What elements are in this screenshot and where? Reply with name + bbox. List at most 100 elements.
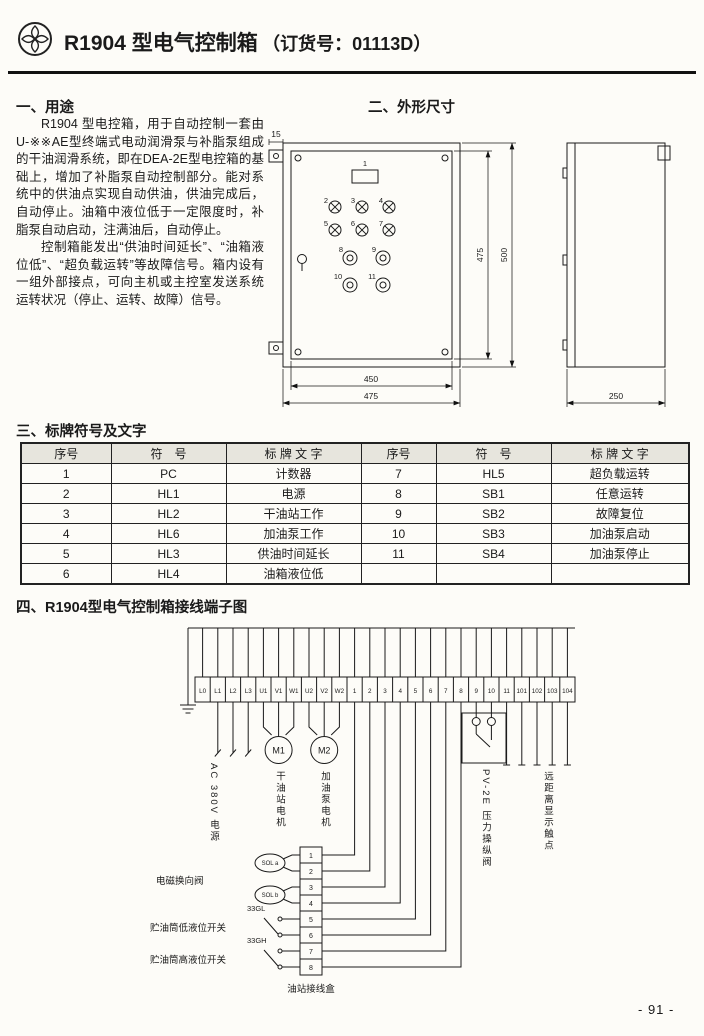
table-cell: 9 [360,503,437,524]
terminal-label: W2 [335,688,345,695]
page-number: - 91 - [638,1002,675,1017]
high-level-switch-label: 贮油筒高液位开关 [150,955,227,966]
dimension-label: 250 [609,391,623,401]
marker-label: 5 [324,219,328,228]
terminal-label: 4 [398,688,402,695]
solenoid-valve-label: 电磁换向阀 [156,876,204,887]
dimension-label: 475 [475,248,485,262]
table-cell: 任意运转 [550,483,690,504]
solenoid-b-label: SOL b [262,893,279,899]
table-cell: SB2 [435,503,552,524]
table-header-cell: 标 牌 文 字 [550,442,690,464]
terminal-label: U1 [259,688,268,695]
terminal-label: L0 [199,688,207,695]
terminal-label: 8 [459,688,463,695]
marker-label: 7 [379,219,383,228]
terminal-strip [194,676,576,703]
table-header-cell: 标 牌 文 字 [225,442,362,464]
wiring-svg: L0 L1 L2 L3 U1 V1 W1 U2 V2 W2 1 2 3 4 5 … [180,627,576,976]
table-cell: 3 [20,503,112,524]
table-cell: 干油站工作 [225,503,362,524]
section2-heading: 二、外形尺寸 [368,100,455,116]
panel-markers: 1 2 3 4 5 6 7 8 9 10 11 [324,159,383,281]
table-cell: 加油泵启动 [550,523,690,544]
table-cell: 11 [360,543,437,564]
terminal-label: L1 [214,688,222,695]
table-row: 2 HL1 电源 8 SB1 任意运转 [20,483,690,504]
table-header-cell: 序号 [20,442,112,464]
dimension-label: 500 [499,248,509,262]
table-cell: HL3 [110,543,227,564]
solenoid-coils: SOL a SOL b [254,853,300,905]
dimension-label: 450 [364,374,378,384]
terminal-label: 2 [368,688,372,695]
table-row: 3 HL2 干油站工作 9 SB2 故障复位 [20,503,690,524]
table-cell: HL6 [110,523,227,544]
side-view [562,142,671,368]
table-cell: HL5 [435,463,552,484]
marker-label: 9 [372,245,376,254]
table-header-row: 序号 符 号 标 牌 文 字 序号 符 号 标 牌 文 字 [20,442,690,464]
table-cell: 7 [360,463,437,484]
table-cell: 1 [20,463,112,484]
order-number: （订货号：01113D） [262,34,432,54]
marker-label: 10 [334,272,342,281]
box-row-number: 1 [309,853,313,860]
box-row-number: 5 [309,917,313,924]
ground-icon [180,628,196,714]
usage-text: R1904 型电控箱，用于自动控制一套由U-※※AE型终端式电动润滑泵与补脂泵组… [16,116,264,310]
table-cell: 加油泵停止 [550,543,690,564]
wiring-lines [180,627,575,968]
dimension-lines [268,139,666,407]
box-row-number: 2 [309,869,313,876]
table-cell: 超负载运转 [550,463,690,484]
terminal-label: 6 [429,688,433,695]
wiring-diagram: L0 L1 L2 L3 U1 V1 W1 U2 V2 W2 1 2 3 4 5 … [0,615,704,1015]
marker-label: 6 [351,219,355,228]
terminal-label: 5 [414,688,418,695]
table-cell [360,563,437,585]
box-row-number: 3 [309,885,313,892]
terminal-label: 10 [488,688,496,695]
terminal-label: 7 [444,688,448,695]
motor1-label: 干油站电机 [274,771,285,829]
terminal-label: L2 [229,688,237,695]
table-cell: HL1 [110,483,227,504]
terminal-label: 1 [353,688,357,695]
company-logo-icon [18,22,52,56]
table-cell: 供油时间延长 [225,543,362,564]
outline-drawing: 1 2 3 4 5 6 7 8 9 10 11 [268,129,671,407]
terminal-label: 102 [532,688,543,695]
table-cell: SB3 [435,523,552,544]
table-cell: 5 [20,543,112,564]
table-cell: HL2 [110,503,227,524]
marker-label: 8 [339,245,343,254]
table-cell [550,563,690,585]
table-cell: 8 [360,483,437,504]
low-level-switch-label: 贮油筒低液位开关 [150,923,227,934]
marker-label: 11 [368,272,376,281]
box-row-number: 4 [309,901,313,908]
table-row: 6 HL4 油箱液位低 [20,563,690,585]
terminal-labels: L0 L1 L2 L3 U1 V1 W1 U2 V2 W2 1 2 3 4 5 … [199,688,573,695]
usage-paragraph-1: R1904 型电控箱，用于自动控制一套由U-※※AE型终端式电动润滑泵与补脂泵组… [16,117,264,237]
table-cell: 加油泵工作 [225,523,362,544]
terminal-label: V2 [320,688,328,695]
table-cell: 计数器 [225,463,362,484]
gl-switch-label: 33GL [247,904,266,913]
terminal-label: 104 [562,688,573,695]
usage-paragraph-2: 控制箱能发出“供油时间延长”、“油箱液位低”、“超负载运转”等故障信号。箱内设有… [16,240,264,307]
terminal-label: 101 [517,688,528,695]
motor-m2: M2 [310,736,339,764]
junction-box: 1 2 3 4 5 6 7 8 [299,846,323,976]
box-row-number: 7 [309,949,313,956]
table-row: 1 PC 计数器 7 HL5 超负载运转 [20,463,690,484]
table-cell: 油箱液位低 [225,563,362,585]
motor-m1: M1 [264,736,293,764]
terminal-label: V1 [275,688,283,695]
section1-heading: 一、用途 [16,100,74,116]
gh-switch-label: 33GH [247,936,267,945]
pv-valve [461,712,507,764]
table-row: 4 HL6 加油泵工作 10 SB3 加油泵启动 [20,523,690,544]
header-rule [8,71,696,74]
